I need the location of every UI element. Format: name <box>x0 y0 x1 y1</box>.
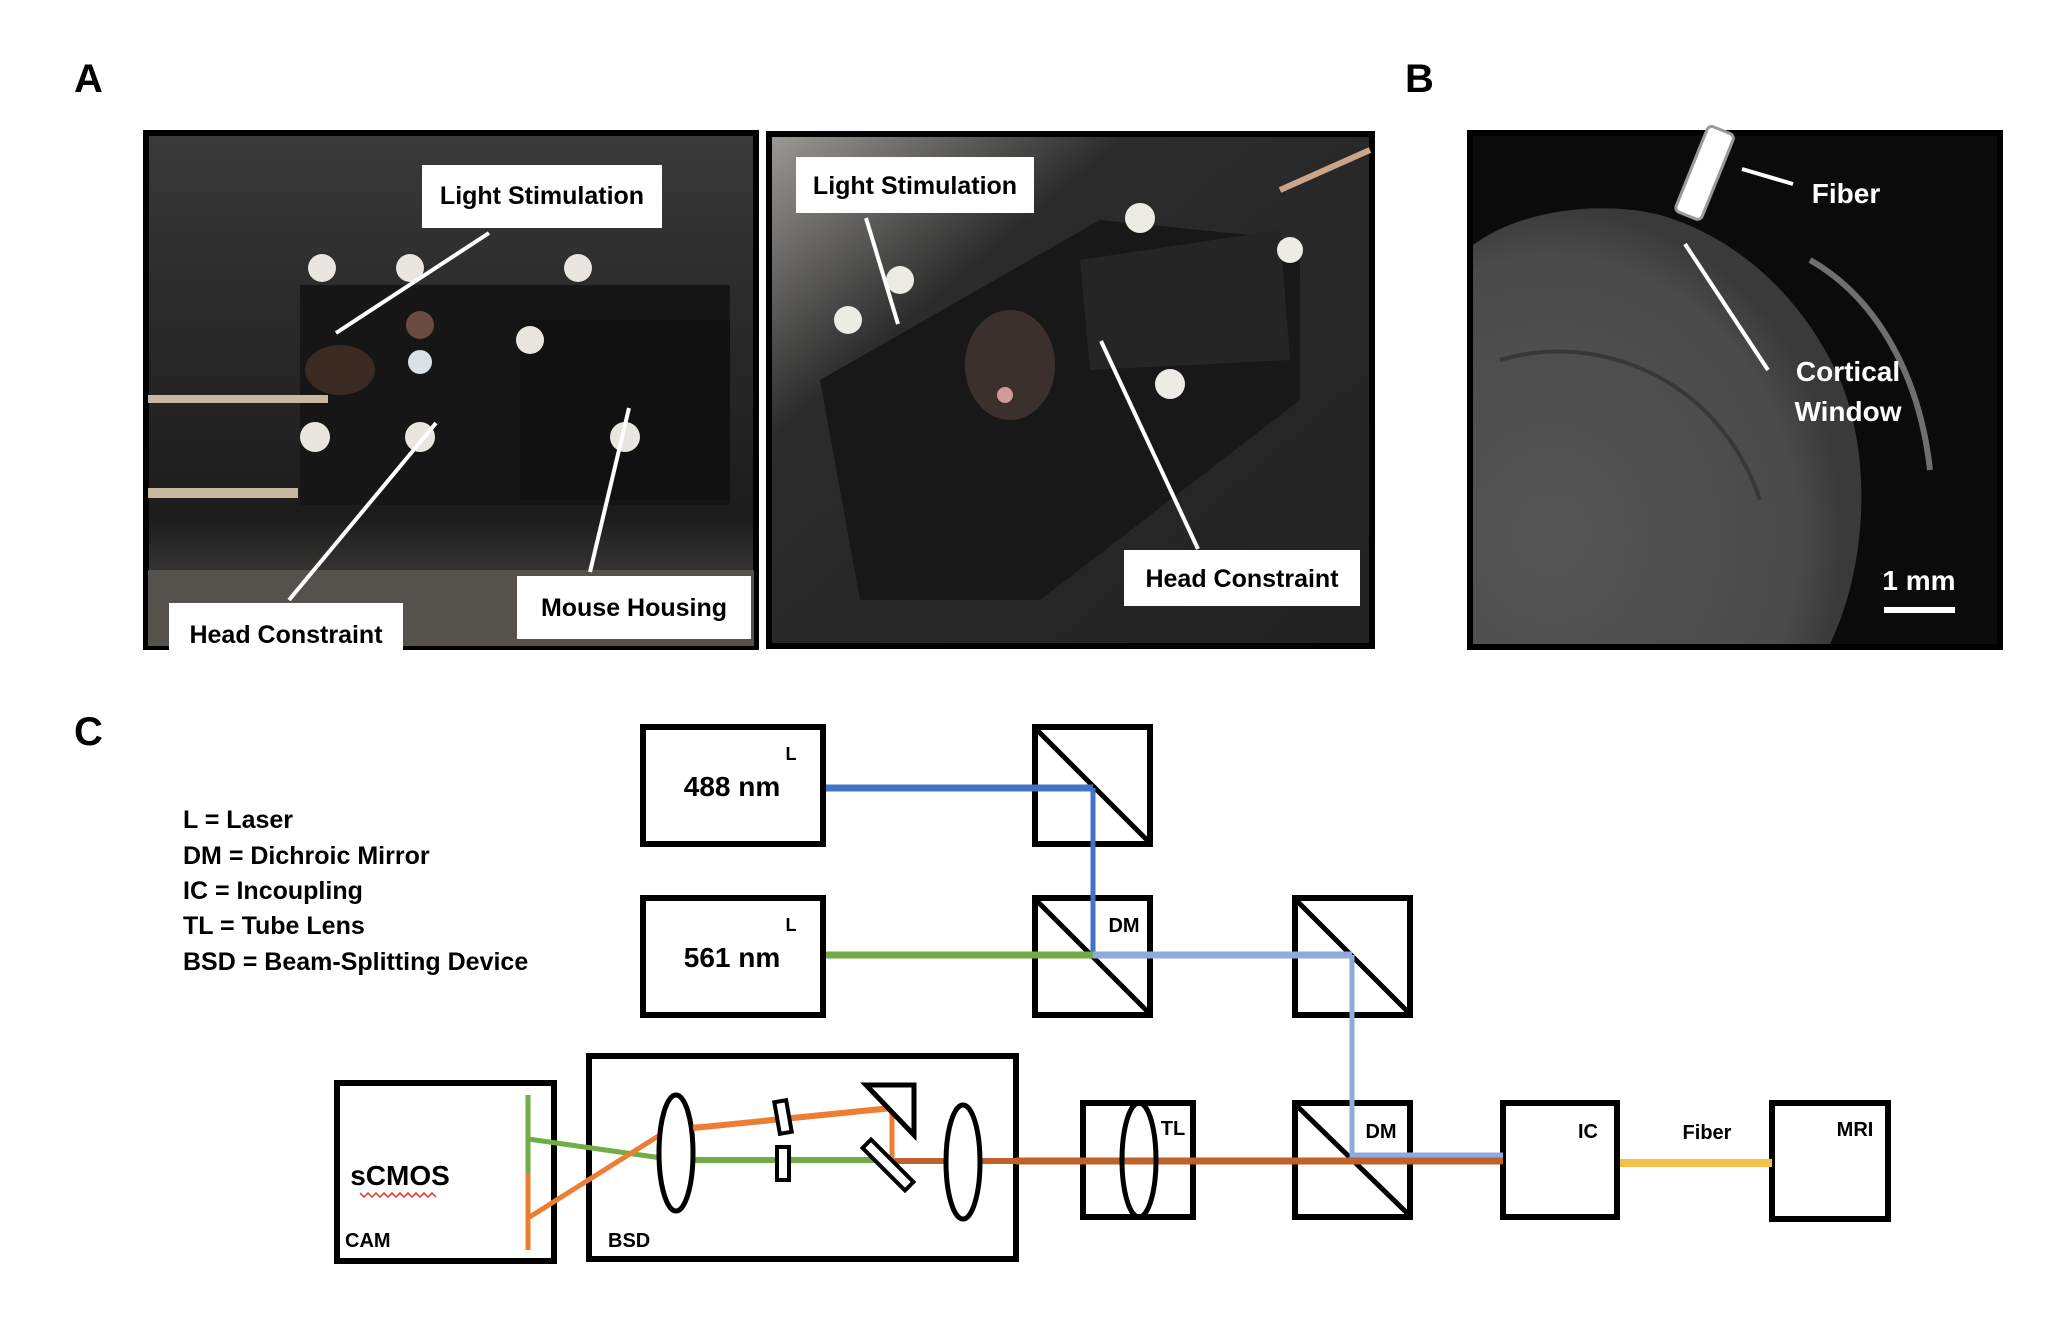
legend-item: DM = Dichroic Mirror <box>183 842 430 870</box>
mouse-nose <box>997 387 1013 403</box>
bsd-mirror-triangle <box>860 1082 917 1142</box>
spellcheck-underline <box>359 1191 437 1199</box>
bsd-filter-2 <box>775 1145 791 1182</box>
cortical-window-label-line2: Window <box>1794 396 1901 427</box>
dichroic-mirror-2-tag: DM <box>1365 1121 1396 1143</box>
photo-right-panel: Light Stimulation Head Constraint <box>766 131 1375 649</box>
light-stimulation-label-right: Light Stimulation <box>813 172 1017 200</box>
light-stimulation-pointer <box>334 231 491 335</box>
brain-slice <box>1473 208 1862 644</box>
rod <box>148 395 328 403</box>
beam-fix <box>692 1124 701 1131</box>
bsd-lens-2 <box>943 1102 983 1222</box>
scalp-highlight <box>1808 257 1933 471</box>
incoupling-box <box>1500 1100 1620 1220</box>
screw <box>516 326 544 354</box>
camera-sensor-label: sCMOS <box>350 1160 450 1191</box>
screw <box>834 306 862 334</box>
head-constraint-label-box <box>169 603 403 666</box>
incoupling-tag: IC <box>1578 1121 1598 1143</box>
screw <box>405 422 435 452</box>
head-constraint-label-right: Head Constraint <box>1145 565 1339 593</box>
optical-diagram: 488 nm L 561 nm L DM sCMOS CAM BSD TL DM… <box>334 724 1891 1264</box>
fiber-pointer <box>1741 167 1794 186</box>
bsd-orange-upper <box>692 1105 893 1131</box>
scale-bar-label: 1 mm <box>1882 565 1955 596</box>
light-stimulation-pointer-right <box>864 217 900 325</box>
head-constraint-pointer <box>287 421 438 602</box>
legend-item: IC = Incoupling <box>183 877 363 905</box>
bsd-green-to-sensor <box>527 1136 677 1163</box>
light-stimulation-label-box <box>422 165 662 228</box>
dichroic-mirror-1-tag: DM <box>1108 915 1139 937</box>
rod <box>148 488 298 498</box>
light-stimulation-label: Light Stimulation <box>440 182 644 210</box>
screw <box>1277 237 1303 263</box>
housing-top <box>520 320 730 500</box>
cable <box>1278 147 1372 193</box>
mouse-head <box>305 345 375 395</box>
brain-contour <box>1499 349 1762 501</box>
screw <box>300 422 330 452</box>
fiber-rod <box>1674 125 1735 221</box>
tube-lens <box>1119 1100 1159 1220</box>
screw <box>396 254 424 282</box>
laser-488-box <box>640 724 826 847</box>
screw <box>610 422 640 452</box>
panel-letter-c: C <box>74 710 103 754</box>
panel-letter-a: A <box>74 57 103 101</box>
mouse-housing-label-box <box>517 576 751 639</box>
fiber-label: Fiber <box>1812 178 1881 209</box>
mouse-housing-label: Mouse Housing <box>541 594 727 622</box>
laser-488-tag: L <box>786 744 797 764</box>
head-plate <box>1080 230 1290 370</box>
cortical-window-pointer <box>1683 242 1770 372</box>
camera-tag: CAM <box>345 1230 391 1252</box>
screw <box>308 254 336 282</box>
laser-561-box <box>640 895 826 1018</box>
legend-item: L = Laser <box>183 806 293 834</box>
bsd-filter-1 <box>771 1097 795 1137</box>
mri-panel: Fiber Cortical Window 1 mm <box>1467 125 2003 650</box>
beam-combined-down <box>1349 955 1503 1158</box>
screw <box>1125 203 1155 233</box>
abbreviation-legend: L = Laser DM = Dichroic Mirror IC = Inco… <box>183 806 528 976</box>
mouse-ear <box>406 311 434 339</box>
fiber-tag: Fiber <box>1683 1122 1732 1144</box>
legend-item: BSD = Beam-Splitting Device <box>183 948 528 976</box>
tube-lens-tag: TL <box>1161 1118 1185 1140</box>
bsd-dichroic-plate <box>859 1136 917 1194</box>
bsd-orange-to-sensor <box>526 1132 662 1221</box>
head-constraint-label: Head Constraint <box>189 621 383 649</box>
cortical-window-label-line1: Cortical <box>1796 356 1900 387</box>
screw <box>1155 369 1185 399</box>
panel-letter-b: B <box>1405 57 1434 101</box>
mouse-housing-pointer <box>588 407 631 573</box>
head-constraint-label-box-right <box>1124 550 1360 606</box>
screw <box>408 350 432 374</box>
scale-bar <box>1884 607 1955 613</box>
legend-item: TL = Tube Lens <box>183 912 365 940</box>
laser-561-wavelength: 561 nm <box>684 942 781 973</box>
light-stimulation-label-box-right <box>796 157 1034 213</box>
mouse-head <box>965 310 1055 420</box>
screw <box>564 254 592 282</box>
camera-box <box>334 1080 557 1264</box>
head-constraint-pointer-right <box>1099 340 1200 550</box>
bsd-lens-1 <box>656 1092 696 1214</box>
laser-488-wavelength: 488 nm <box>684 771 781 802</box>
laser-561-tag: L <box>786 915 797 935</box>
photo-left-panel: Light Stimulation Head Constraint Mouse … <box>143 130 759 666</box>
screw <box>886 266 914 294</box>
mri-tag: MRI <box>1837 1119 1874 1141</box>
bsd-tag: BSD <box>608 1230 650 1252</box>
